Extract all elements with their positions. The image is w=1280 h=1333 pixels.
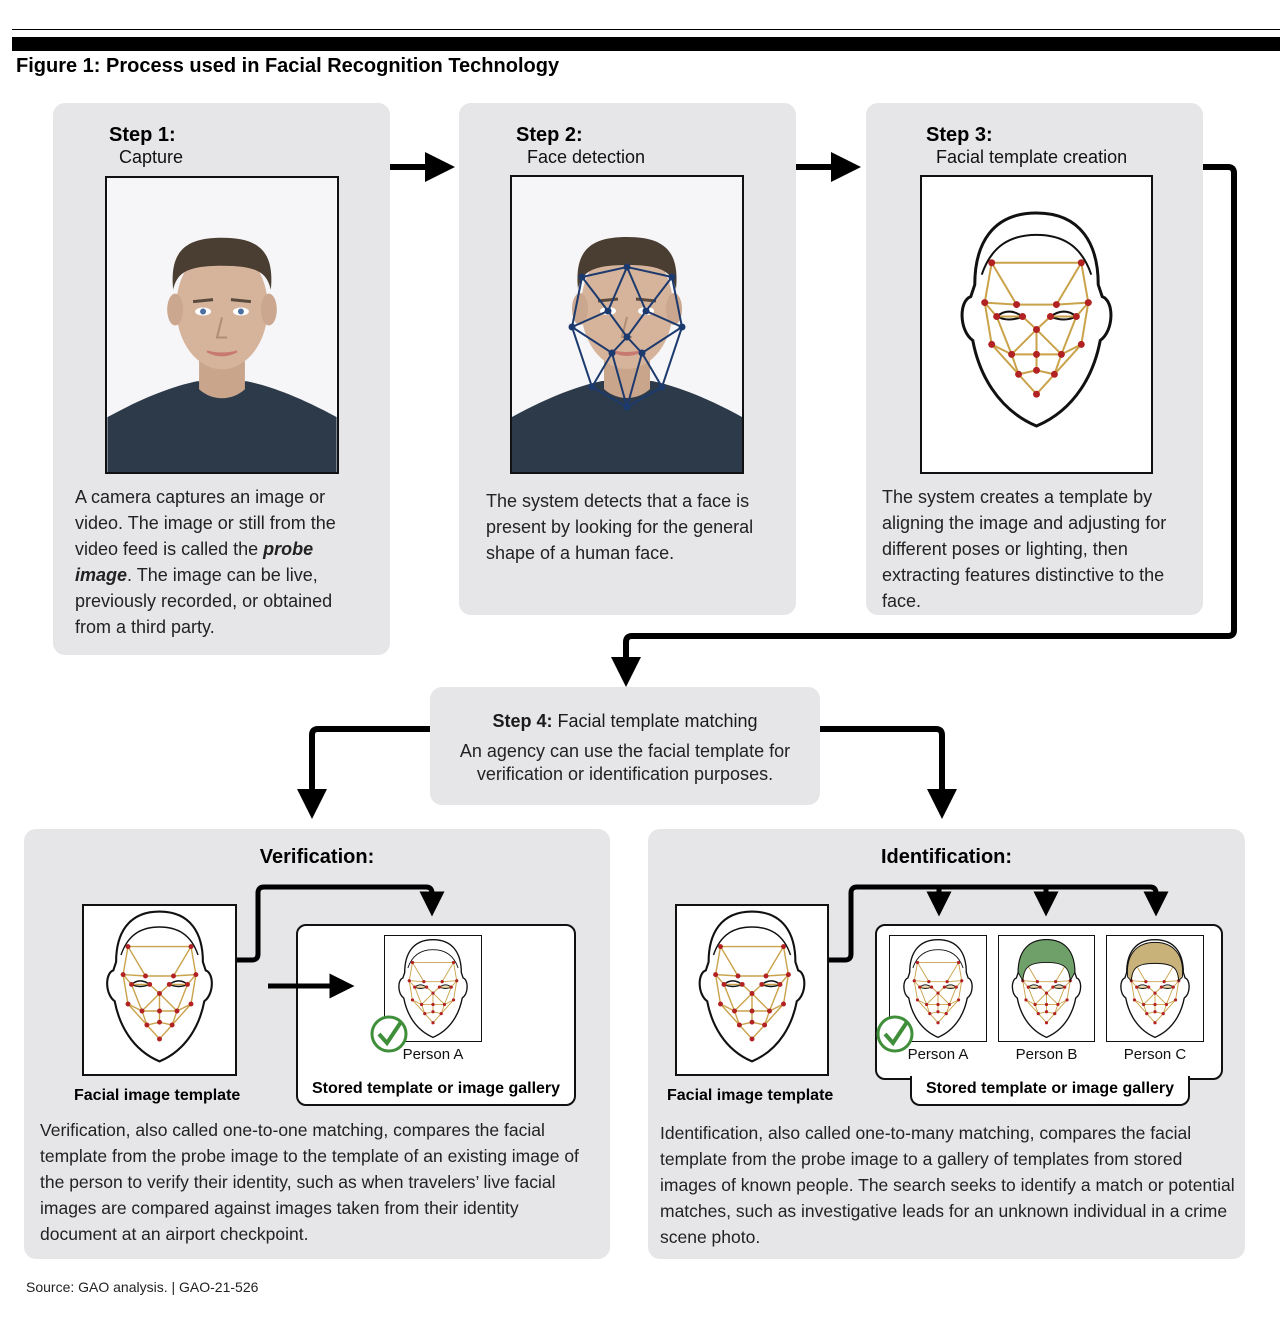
verification-description: Verification, also called one-to-one mat… <box>40 1120 579 1244</box>
down-arrow-icon <box>820 726 957 819</box>
identification-person-a-label: Person A <box>907 1046 969 1063</box>
figure-title: Figure 1: Process used in Facial Recogni… <box>16 55 560 77</box>
step-1-number: Step 1: <box>109 124 176 146</box>
step-2-description: The system detects that a face is presen… <box>486 491 754 563</box>
identification-template-label: Facial image template <box>667 1087 834 1104</box>
step-4-description: An agency can use the facial template fo… <box>459 741 791 784</box>
identification-description: Identification, also called one-to-many … <box>660 1123 1235 1247</box>
identification-gallery-label: Stored template or image gallery <box>925 1080 1175 1097</box>
down-arrow-icon <box>611 164 1237 687</box>
step-3-name: Facial template creation <box>936 147 1128 167</box>
down-arrow-icon <box>237 884 445 963</box>
identification-person-b-image <box>998 935 1095 1042</box>
identification-person-c-label: Person C <box>1123 1046 1187 1063</box>
identification-template-frame <box>675 904 829 1076</box>
face-detection-image <box>510 175 744 474</box>
identification-person-b-label: Person B <box>1015 1046 1078 1063</box>
verification-gallery-label: Stored template or image gallery <box>311 1080 561 1097</box>
identification-gallery-tab <box>910 1076 1190 1106</box>
step-1-description: A camera captures an image or video. The… <box>75 487 336 637</box>
step-3-description: The system creates a template by alignin… <box>882 487 1167 611</box>
top-bar <box>12 37 1280 51</box>
verification-title: Verification: <box>259 846 375 868</box>
verification-template-label: Facial image template <box>74 1087 241 1104</box>
identification-person-c-image <box>1106 935 1204 1042</box>
facial-template-image <box>920 175 1153 474</box>
top-rule <box>12 29 1280 30</box>
check-mark-icon <box>876 1015 914 1053</box>
probe-image <box>105 176 339 474</box>
step-4-panel <box>430 687 820 805</box>
step-2-name: Face detection <box>527 147 646 167</box>
step-3-number: Step 3: <box>926 124 993 146</box>
step-4-heading: Step 4: Facial template matching <box>492 711 758 731</box>
identification-title: Identification: <box>880 846 1013 868</box>
step-2-number: Step 2: <box>516 124 583 146</box>
verification-person-a-label: Person A <box>402 1046 464 1063</box>
check-mark-icon <box>370 1015 408 1053</box>
down-arrow-icon <box>297 726 430 819</box>
step-1-name: Capture <box>119 147 184 167</box>
source-note: Source: GAO analysis. | GAO-21-526 <box>26 1279 259 1295</box>
verification-template-frame <box>82 904 237 1076</box>
down-arrow-icon <box>829 884 1169 963</box>
